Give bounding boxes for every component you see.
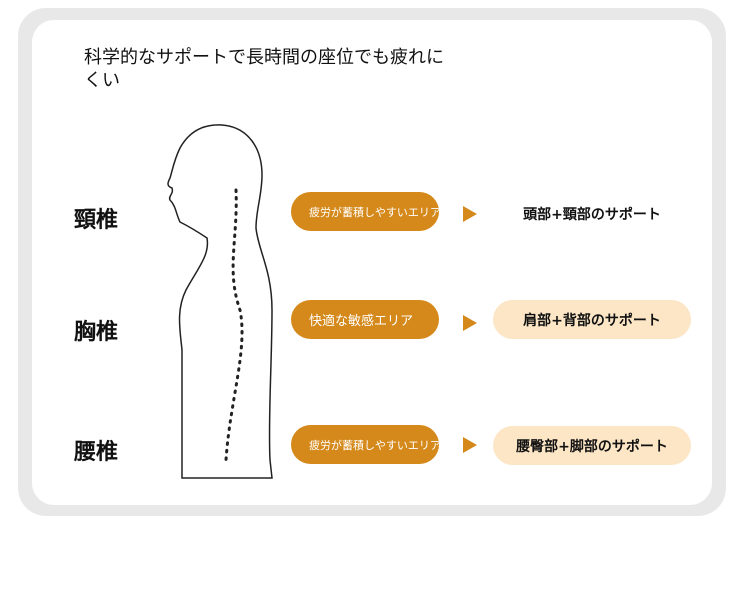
area-pill-lumbar: 疲労が蓄積しやすいエリア bbox=[291, 425, 439, 464]
label-cervical: 頸椎 bbox=[74, 208, 119, 233]
label-thoracic: 胸椎 bbox=[74, 320, 119, 345]
arrow-icon bbox=[463, 206, 477, 222]
support-thoracic: 肩部+背部のサポート bbox=[493, 300, 691, 339]
card bbox=[32, 20, 712, 505]
support-cervical: 頭部+頸部のサポート bbox=[523, 206, 661, 223]
arrow-icon bbox=[463, 315, 477, 331]
page-title: 科学的なサポートで長時間の座位でも疲れにくい bbox=[84, 47, 444, 91]
label-lumbar: 腰椎 bbox=[74, 440, 119, 465]
spine-dots bbox=[224, 188, 244, 462]
support-lumbar: 腰臀部+脚部のサポート bbox=[493, 426, 691, 465]
arrow-icon bbox=[463, 437, 477, 453]
area-pill-thoracic: 快適な敏感エリア bbox=[291, 300, 439, 339]
area-pill-cervical: 疲労が蓄積しやすいエリア bbox=[291, 192, 439, 231]
